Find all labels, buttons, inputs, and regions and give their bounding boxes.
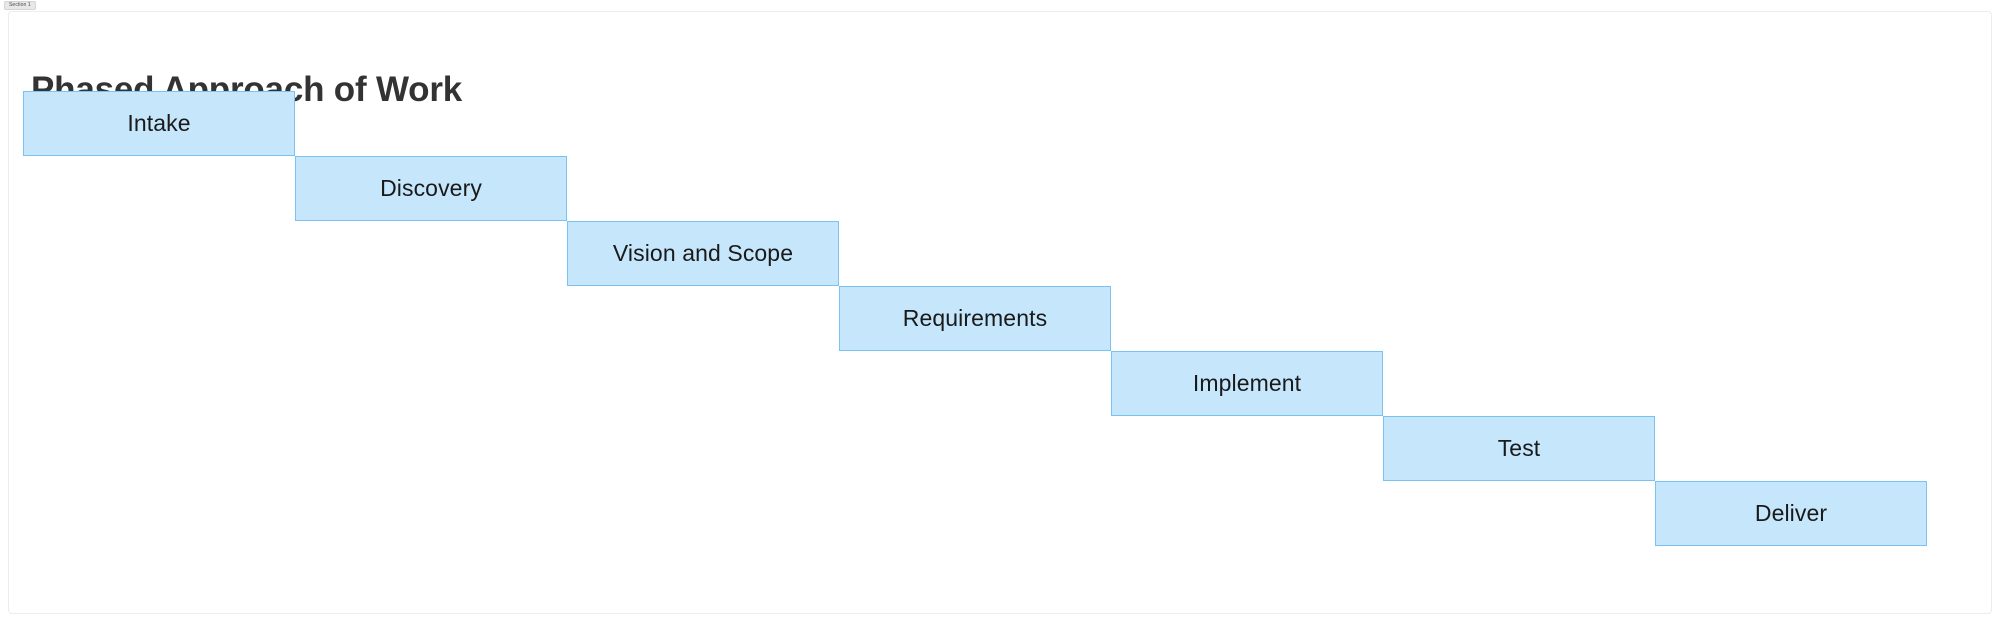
phase-box[interactable]: Implement bbox=[1111, 351, 1383, 416]
phase-box[interactable]: Intake bbox=[23, 91, 295, 156]
phase-label: Requirements bbox=[902, 305, 1048, 331]
phase-label: Implement bbox=[1192, 370, 1302, 396]
phase-box[interactable]: Deliver bbox=[1655, 481, 1927, 546]
phase-label: Vision and Scope bbox=[612, 240, 794, 266]
phase-label: Discovery bbox=[380, 175, 482, 201]
phase-label: Intake bbox=[127, 110, 191, 136]
phase-box[interactable]: Vision and Scope bbox=[567, 221, 839, 286]
phase-box[interactable]: Requirements bbox=[839, 286, 1111, 351]
tab-section-1[interactable]: Section 1 bbox=[4, 1, 36, 10]
phase-box[interactable]: Discovery bbox=[295, 156, 567, 221]
tab-strip: Section 1 bbox=[0, 0, 2000, 11]
phase-label: Test bbox=[1497, 435, 1541, 461]
phase-box[interactable]: Test bbox=[1383, 416, 1655, 481]
phase-label: Deliver bbox=[1754, 500, 1828, 526]
